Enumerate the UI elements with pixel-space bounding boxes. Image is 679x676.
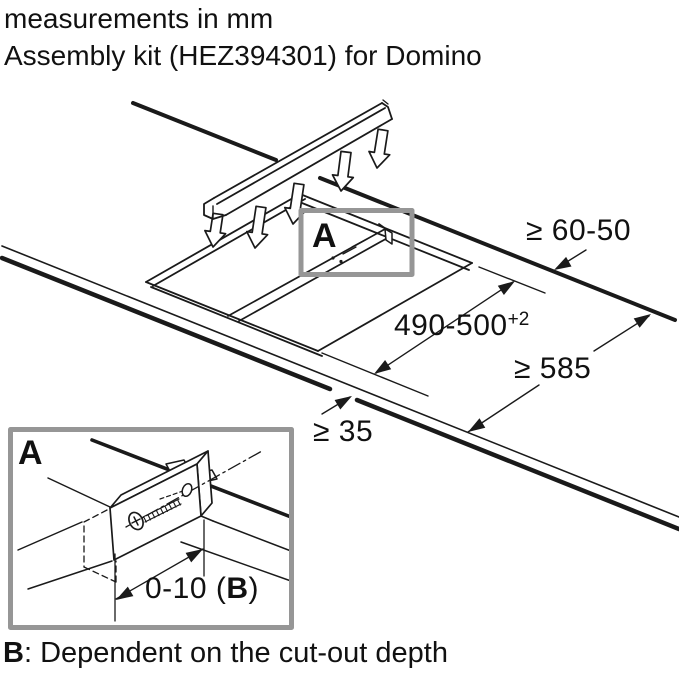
mounting-rail (203, 99, 393, 220)
overhang-suffix: ) (248, 572, 260, 605)
callout-label-a: A (312, 217, 337, 255)
dimension-arrowheads (334, 256, 651, 432)
detail-inset-frame (8, 427, 294, 630)
dimension-overhang: 0-10 (B) (145, 572, 259, 606)
dimension-front-distance: ≥ 35 (313, 415, 374, 448)
page-header: measurements in mm Assembly kit (HEZ3943… (4, 0, 482, 74)
screw-hole (181, 482, 193, 498)
detail-inset-drawing (8, 427, 294, 630)
dimension-worktop-depth: ≥ 585 (514, 352, 592, 385)
overhang-prefix: 0-10 ( (145, 572, 227, 605)
cutout-width-value: 490-500 (394, 309, 508, 342)
cutout-width-tolerance: +2 (507, 309, 530, 330)
footnote: B: Dependent on the cut-out depth (3, 637, 448, 670)
dimension-lines (321, 249, 650, 433)
insert-direction-arrows (204, 128, 391, 249)
kit-title: Assembly kit (HEZ394301) for Domino (4, 40, 482, 71)
dimension-cutout-width: 490-500+2 (394, 309, 529, 343)
worktop-edges (0, 101, 679, 532)
dimension-rear-distance: ≥ 60-50 (526, 214, 632, 247)
screw (128, 498, 182, 531)
footnote-term: B (3, 637, 24, 669)
inset-label-a: A (18, 434, 43, 472)
cutout-outline (145, 193, 473, 357)
footnote-definition: : Dependent on the cut-out depth (23, 637, 448, 669)
overhang-term: B (226, 572, 249, 605)
detail-callout-frame (298, 208, 415, 277)
measurement-note: measurements in mm (4, 3, 274, 34)
